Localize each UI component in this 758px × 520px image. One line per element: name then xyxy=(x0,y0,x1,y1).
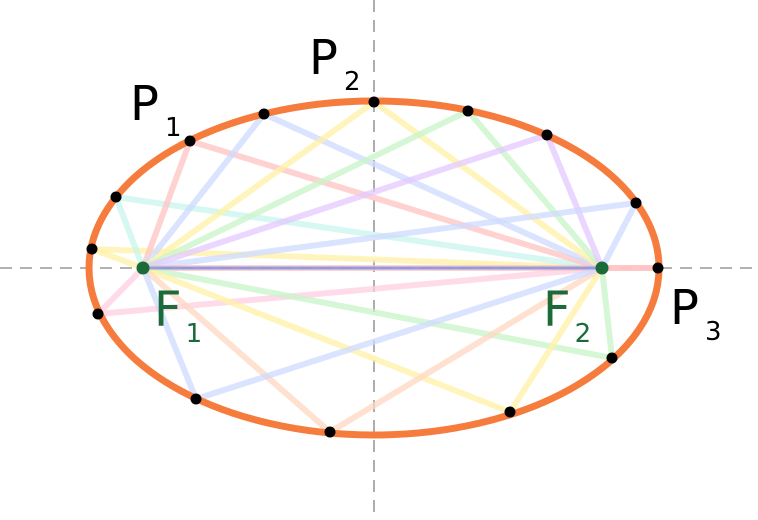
focal-chord-6-f1 xyxy=(140,99,377,271)
focal-chord-8-f2 xyxy=(544,132,605,271)
ellipse-point-3 xyxy=(110,191,122,203)
ellipse-point-10 xyxy=(652,262,664,274)
focal-chord-7-f1 xyxy=(140,108,471,271)
focal-chord-12-f2 xyxy=(507,265,605,415)
focal-chord-4-f2 xyxy=(187,138,605,271)
ellipse-point-6 xyxy=(368,96,380,108)
focal-chord-14-f2 xyxy=(193,265,605,402)
ellipse-point-2 xyxy=(92,308,104,320)
focus-f1 xyxy=(136,261,150,275)
focal-chord-5-f1 xyxy=(140,111,267,271)
focal-chord-12-f1 xyxy=(140,265,513,415)
ellipse-point-8 xyxy=(541,129,553,141)
focal-chord-2-f1 xyxy=(95,265,146,317)
ellipse-point-7 xyxy=(462,105,474,117)
focal-chord-7-f2 xyxy=(465,108,605,271)
ellipse-point-13 xyxy=(324,426,336,438)
focal-chord-3-f1 xyxy=(113,194,146,271)
focal-chord-6-f2 xyxy=(371,99,605,271)
focal-chord-2-f2 xyxy=(95,265,605,317)
focal-chord-3-f2 xyxy=(113,194,605,271)
ellipse-points xyxy=(86,96,664,438)
ellipse-point-11 xyxy=(606,352,618,364)
focal-chord-11-f1 xyxy=(140,265,615,361)
focal-chord-9-f1 xyxy=(140,200,639,271)
ellipse-point-12 xyxy=(504,406,516,418)
ellipse-point-5 xyxy=(258,108,270,120)
ellipse-point-9 xyxy=(630,197,642,209)
focal-chords xyxy=(89,99,661,435)
focus-f2 xyxy=(595,261,609,275)
focal-chord-11-f2 xyxy=(599,265,615,361)
focal-chord-13-f2 xyxy=(327,265,605,435)
ellipse-point-14 xyxy=(190,393,202,405)
focal-chord-13-f1 xyxy=(140,265,333,435)
focal-chord-14-f1 xyxy=(140,265,199,402)
focal-chord-9-f2 xyxy=(599,200,639,271)
ellipse-point-4 xyxy=(184,135,196,147)
focal-chord-4-f1 xyxy=(140,138,193,271)
focal-chord-8-f1 xyxy=(140,132,550,271)
ellipse-point-1 xyxy=(86,243,98,255)
